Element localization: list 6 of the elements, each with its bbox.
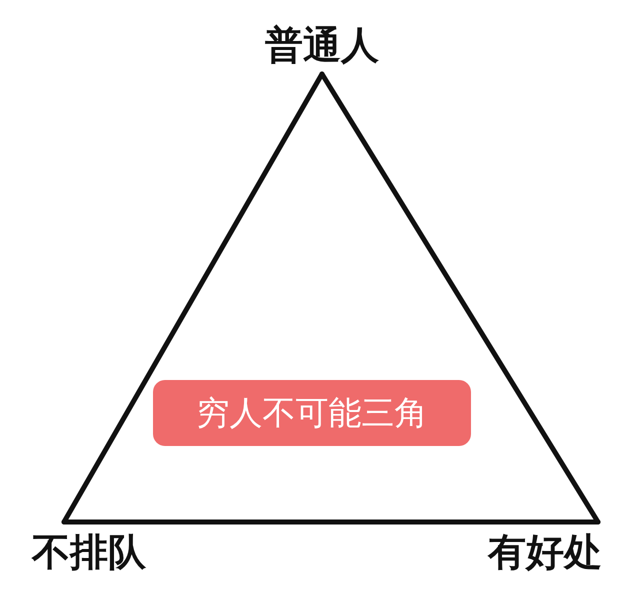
vertex-label: 普通人 [255,20,389,70]
vertex-label: 不排队 [16,527,162,577]
vertex-label: 有好处 [472,527,618,577]
title-badge: 穷人不可能三角 [153,380,471,446]
triangle-side [62,520,600,524]
triangle-side [320,72,600,524]
